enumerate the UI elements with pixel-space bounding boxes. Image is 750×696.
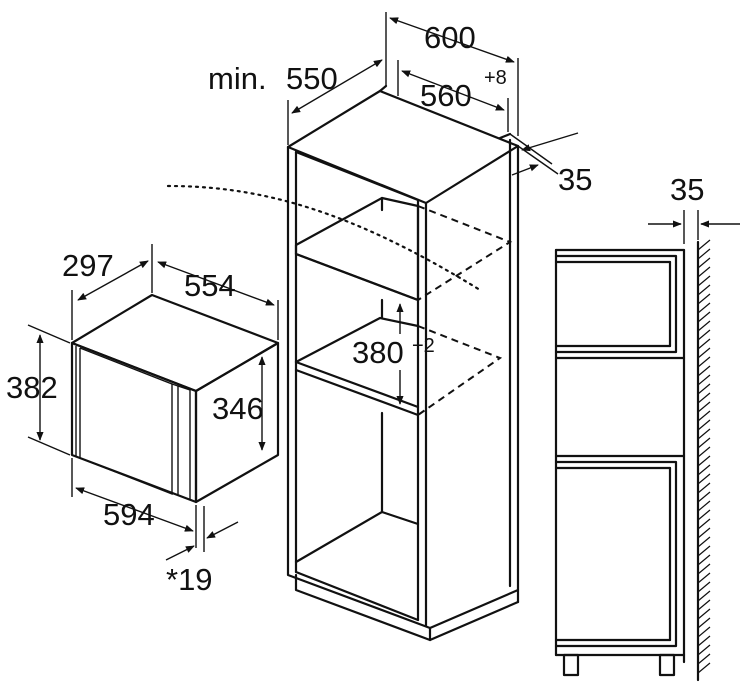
wall-hatch-line — [697, 365, 711, 377]
wall-hatch-line — [697, 608, 711, 620]
wall-hatch-line — [697, 257, 711, 269]
wall-hatch-line — [697, 563, 711, 575]
wall-hatch-line — [697, 410, 711, 422]
dimension-19: *19 — [165, 506, 239, 597]
side-view-cabinet — [554, 248, 686, 677]
dimension-min-550: min. 550 — [208, 59, 383, 145]
dimension-600: 600 — [385, 12, 519, 136]
niche-depth-min-value: 550 — [286, 61, 338, 96]
wall-hatch-line — [697, 500, 711, 512]
microwave-appliance — [70, 293, 280, 504]
wall-hatch-line — [697, 374, 711, 386]
dimension-35-side: 35 — [648, 172, 740, 244]
wall-hatch-line — [697, 329, 711, 341]
appliance-depth-label: 297 — [62, 248, 114, 283]
wall-hatch-line — [697, 347, 711, 359]
wall-hatch-line — [697, 428, 711, 440]
dimension-560: 560 +8 — [397, 60, 509, 132]
appliance-height-label: 382 — [6, 370, 58, 405]
wall-hatch-line — [697, 518, 711, 530]
dimension-35-back: 35 — [509, 132, 592, 197]
wall-hatch-line — [697, 590, 711, 602]
wall-hatch-line — [697, 446, 711, 458]
wall-hatch-line — [697, 419, 711, 431]
wall-hatch-line — [697, 644, 711, 656]
dimension-380: 380 +2 — [352, 303, 435, 405]
niche-depth-min-prefix: min. — [208, 61, 267, 96]
dimension-346: 346 — [212, 356, 266, 451]
wall-hatch-line — [697, 572, 711, 584]
appliance-width-front-label: 594 — [103, 497, 155, 532]
front-inner-height-label: 346 — [212, 391, 264, 426]
wall-hatch-line — [697, 536, 711, 548]
niche-height-tolerance: +2 — [412, 335, 435, 357]
wall-hatch-line — [697, 239, 711, 251]
wall-hatch-line — [697, 581, 711, 593]
wall-hatch-line — [697, 464, 711, 476]
niche-height-label: 380 — [352, 335, 404, 370]
wall-hatch-line — [697, 527, 711, 539]
niche-width-label: 560 — [420, 78, 472, 113]
wall-hatch-line — [697, 509, 711, 521]
wall-hatch-line — [697, 266, 711, 278]
wall-hatch-line — [697, 437, 711, 449]
wall-hatch-line — [697, 392, 711, 404]
wall-hatch-line — [697, 275, 711, 287]
wall-hatch-line — [697, 662, 711, 674]
dimension-382: 382 — [6, 324, 71, 456]
wall-hatch-line — [697, 554, 711, 566]
wall-hatch-line — [697, 599, 711, 611]
wall-hatch-line — [697, 284, 711, 296]
wall-hatch-line — [697, 545, 711, 557]
wall-hatch-line — [697, 635, 711, 647]
wall-hatch-line — [697, 626, 711, 638]
dimension-594: 594 — [71, 458, 197, 548]
wall-hatch-line — [697, 455, 711, 467]
wall-hatch-line — [697, 383, 711, 395]
wall-hatch-line — [697, 653, 711, 665]
wall-hatch-line — [697, 302, 711, 314]
wall-hatch-line — [697, 356, 711, 368]
dimension-297: 297 — [62, 244, 153, 340]
cabinet-width-label: 600 — [424, 20, 476, 55]
wall-hatch-line — [697, 482, 711, 494]
wall-hatch-line — [697, 311, 711, 323]
wall-hatch-line — [697, 401, 711, 413]
back-gap-label: 35 — [558, 162, 592, 197]
wall-hatch-line — [697, 617, 711, 629]
wall-hatch-line — [697, 248, 711, 260]
tall-cabinet — [166, 84, 520, 642]
appliance-width-top-label: 554 — [184, 268, 236, 303]
front-panel-thickness-label: *19 — [166, 562, 213, 597]
dimension-554: 554 — [157, 261, 279, 340]
side-view-wall — [696, 239, 711, 682]
wall-hatch-line — [697, 338, 711, 350]
niche-width-tolerance: +8 — [484, 67, 507, 89]
wall-hatch-line — [697, 320, 711, 332]
side-gap-label: 35 — [670, 172, 704, 207]
wall-hatch-line — [697, 491, 711, 503]
wall-hatch-line — [697, 473, 711, 485]
wall-hatch-line — [697, 293, 711, 305]
